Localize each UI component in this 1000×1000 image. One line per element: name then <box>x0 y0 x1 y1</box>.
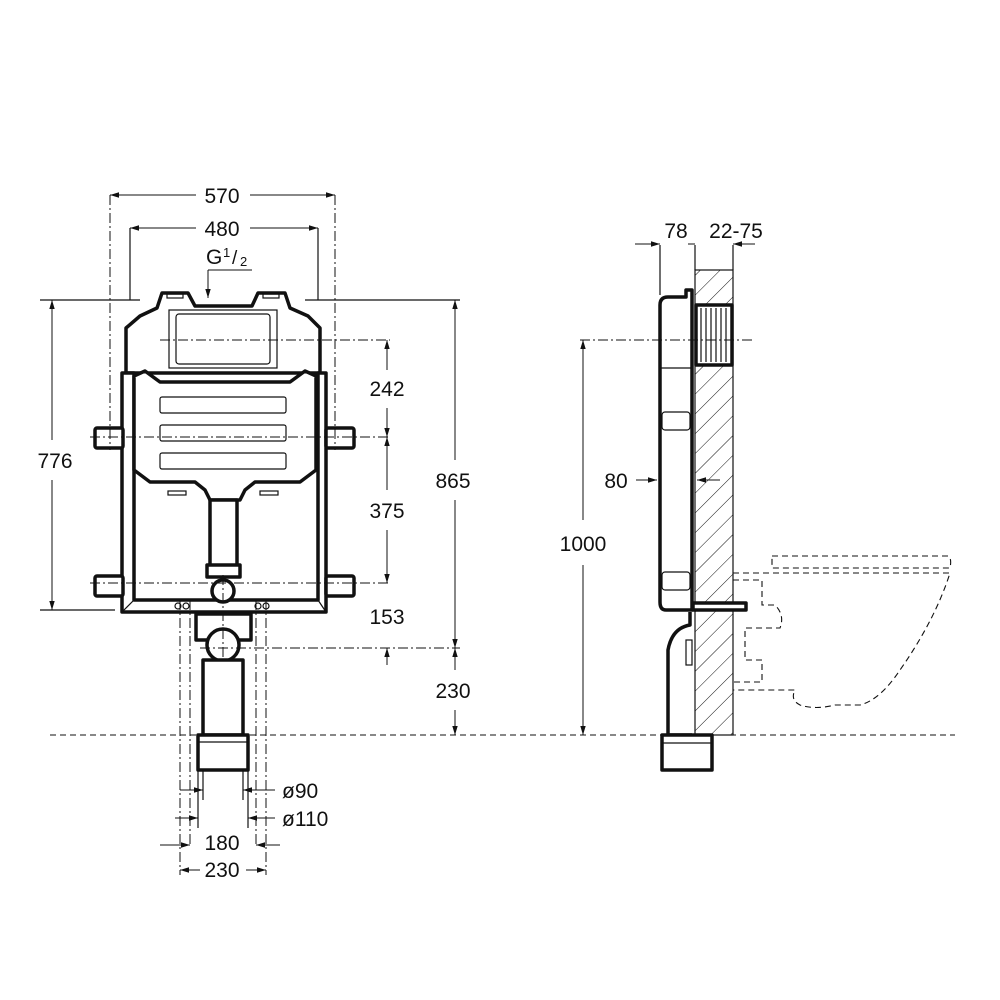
front-view-dimension-lines <box>49 192 458 873</box>
dim-flush-to-bracket: 242 <box>369 378 404 401</box>
dim-height-brackets: 776 <box>37 450 72 473</box>
dim-width-outer: 570 <box>204 185 239 208</box>
side-outlet <box>660 733 714 772</box>
drain-bend <box>666 612 692 737</box>
front-view-frame <box>93 291 356 772</box>
dim-pipe-diameter-large: ø110 <box>282 808 328 831</box>
connection-denominator: 2 <box>240 254 247 269</box>
dim-bracket-to-outlet: 153 <box>369 606 404 629</box>
connection-label: G <box>206 246 222 269</box>
dim-frame-depth: 78 <box>664 220 687 243</box>
dim-bolt-spacing-inner: 180 <box>204 832 239 855</box>
front-view-centerlines <box>40 195 460 875</box>
dim-pipe-diameter-small: ø90 <box>282 780 318 803</box>
dim-bracket-spacing: 375 <box>369 500 404 523</box>
toilet-outline <box>733 555 952 709</box>
side-view <box>580 241 952 772</box>
dim-frame-width: 80 <box>604 470 627 493</box>
svg-text:/: / <box>232 248 238 269</box>
dim-height-total: 865 <box>435 470 470 493</box>
dim-bolt-spacing-outer: 230 <box>204 859 239 882</box>
dim-wall-thickness: 22-75 <box>709 220 763 243</box>
support-ledge <box>691 601 748 612</box>
frame-side <box>658 288 694 612</box>
dim-connection: G 1 / 2 <box>206 245 247 269</box>
dim-outlet-to-floor: 230 <box>435 680 470 703</box>
dim-flush-height: 1000 <box>560 533 607 556</box>
dim-width-inner: 480 <box>204 218 239 241</box>
connection-numerator: 1 <box>223 245 230 260</box>
